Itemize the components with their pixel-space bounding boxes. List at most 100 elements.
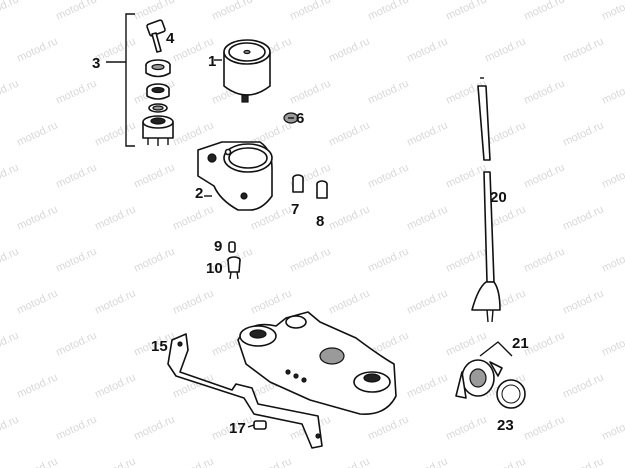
watermark-text: motod.ru — [366, 413, 410, 442]
watermark-text: motod.ru — [522, 161, 566, 190]
watermark-text: motod.ru — [444, 413, 488, 442]
watermark-text: motod.ru — [405, 203, 449, 232]
watermark-text: motod.ru — [15, 35, 59, 64]
watermark-text: motod.ru — [600, 245, 625, 274]
callout-23: 23 — [497, 417, 514, 434]
watermark-text: motod.ru — [93, 287, 137, 316]
watermark-text: motod.ru — [405, 455, 449, 468]
watermark-text: motod.ru — [210, 0, 254, 23]
watermark-text: motod.ru — [327, 287, 371, 316]
callout-2: 2 — [195, 185, 203, 202]
watermark-text: motod.ru — [15, 287, 59, 316]
ignition-key — [146, 19, 166, 53]
watermark-text: motod.ru — [15, 371, 59, 400]
watermark-text: motod.ru — [171, 203, 215, 232]
watermark-text: motod.ru — [522, 245, 566, 274]
callout-7: 7 — [291, 201, 299, 218]
watermark-text: motod.ru — [0, 0, 21, 23]
watermark-text: motod.ru — [132, 161, 176, 190]
watermark-text: motod.ru — [483, 35, 527, 64]
bulb-holder-7 — [292, 174, 304, 193]
callout-21: 21 — [512, 335, 529, 352]
watermark-text: motod.ru — [54, 161, 98, 190]
watermark-text: motod.ru — [561, 371, 605, 400]
watermark-text: motod.ru — [522, 0, 566, 23]
watermark-text: motod.ru — [0, 329, 21, 358]
watermark-text: motod.ru — [171, 287, 215, 316]
watermark-text: motod.ru — [522, 77, 566, 106]
watermark-text: motod.ru — [366, 0, 410, 23]
watermark-text: motod.ru — [288, 245, 332, 274]
watermark-text: motod.ru — [54, 329, 98, 358]
watermark-text: motod.ru — [93, 119, 137, 148]
speedometer — [214, 39, 271, 103]
callout-9: 9 — [214, 238, 222, 255]
watermark-text: motod.ru — [288, 0, 332, 23]
bulb-holder-8 — [316, 180, 328, 199]
callout-6: 6 — [296, 110, 304, 127]
watermark-text: motod.ru — [327, 119, 371, 148]
watermark-text: motod.ru — [444, 0, 488, 23]
watermark-text: motod.ru — [444, 245, 488, 274]
watermark-text: motod.ru — [600, 329, 625, 358]
callout-17: 17 — [229, 420, 246, 437]
watermark-text: motod.ru — [54, 77, 98, 106]
watermark-text: motod.ru — [405, 35, 449, 64]
watermark-text: motod.ru — [405, 371, 449, 400]
watermark-text: motod.ru — [171, 119, 215, 148]
callout-1: 1 — [208, 53, 216, 70]
ignition-switch-assembly — [142, 59, 174, 146]
watermark-text: motod.ru — [93, 203, 137, 232]
watermark-text: motod.ru — [327, 35, 371, 64]
watermark-text: motod.ru — [600, 77, 625, 106]
watermark-text: motod.ru — [405, 119, 449, 148]
watermark-text: motod.ru — [483, 455, 527, 468]
group-bracket-3 — [125, 13, 135, 147]
watermark-text: motod.ru — [288, 77, 332, 106]
callout-4: 4 — [166, 30, 175, 47]
watermark-text: motod.ru — [132, 413, 176, 442]
watermark-text: motod.ru — [15, 119, 59, 148]
watermark-text: motod.ru — [132, 0, 176, 23]
watermark-text: motod.ru — [93, 455, 137, 468]
watermark-text: motod.ru — [600, 413, 625, 442]
watermark-text: motod.ru — [561, 119, 605, 148]
callout-10: 10 — [206, 260, 223, 277]
callout-3: 3 — [92, 55, 100, 72]
bracket-screw — [247, 420, 267, 430]
watermark-text: motod.ru — [54, 413, 98, 442]
watermark-text: motod.ru — [522, 329, 566, 358]
callout-15: 15 — [151, 338, 168, 355]
watermark-text: motod.ru — [327, 203, 371, 232]
instrument-housing — [197, 141, 273, 211]
watermark-text: motod.ru — [444, 161, 488, 190]
watermark-text: motod.ru — [249, 287, 293, 316]
group-bracket-21 — [479, 341, 513, 357]
callout-8: 8 — [316, 213, 324, 230]
watermark-text: motod.ru — [366, 245, 410, 274]
bulb-9 — [228, 241, 236, 253]
watermark-text: motod.ru — [561, 35, 605, 64]
headlight-bracket — [167, 333, 323, 449]
watermark-text: motod.ru — [54, 0, 98, 23]
watermark-text: motod.ru — [54, 245, 98, 274]
watermark-text: motod.ru — [171, 455, 215, 468]
watermark-text: motod.ru — [249, 455, 293, 468]
watermark-text: motod.ru — [0, 77, 21, 106]
watermark-text: motod.ru — [132, 245, 176, 274]
speedometer-cable — [471, 77, 501, 323]
watermark-text: motod.ru — [561, 455, 605, 468]
bulb-socket-10 — [227, 256, 241, 280]
watermark-text: motod.ru — [600, 0, 625, 23]
watermark-text: motod.ru — [15, 455, 59, 468]
watermark-text: motod.ru — [561, 287, 605, 316]
watermark-text: motod.ru — [600, 161, 625, 190]
watermark-text: motod.ru — [0, 245, 21, 274]
watermark-text: motod.ru — [522, 413, 566, 442]
callout-20: 20 — [490, 189, 507, 206]
watermark-text: motod.ru — [15, 203, 59, 232]
watermark-text: motod.ru — [0, 161, 21, 190]
speedometer-drive — [455, 359, 503, 399]
